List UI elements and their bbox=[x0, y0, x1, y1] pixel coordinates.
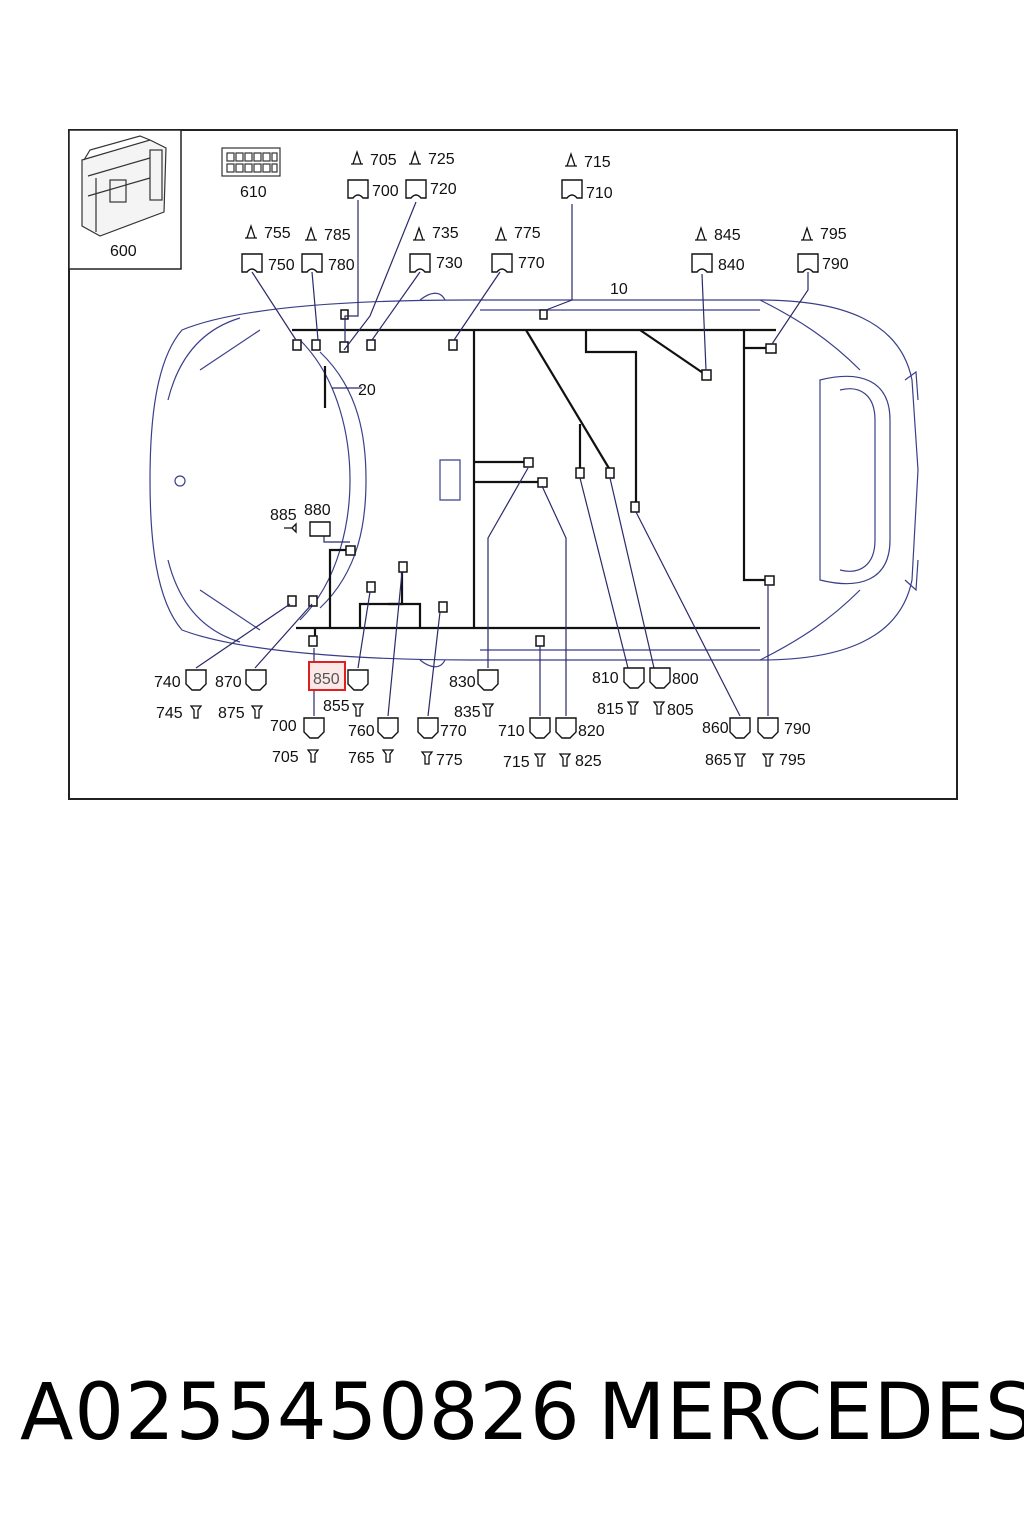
label-850: 850 bbox=[313, 671, 340, 688]
footer: A0255450826 MERCEDES bbox=[0, 1368, 1024, 1478]
connector-symbols bbox=[185, 179, 819, 739]
label-735: 735 bbox=[432, 225, 459, 242]
label-865: 865 bbox=[705, 752, 732, 769]
harness-wires bbox=[292, 328, 776, 640]
label-775-bottom: 775 bbox=[436, 752, 463, 769]
label-755: 755 bbox=[264, 225, 291, 242]
harness-connectors bbox=[287, 309, 777, 647]
brand-name: MERCEDES bbox=[598, 1368, 1024, 1458]
label-740: 740 bbox=[154, 674, 181, 691]
label-805: 805 bbox=[667, 702, 694, 719]
label-710-top: 710 bbox=[586, 185, 613, 202]
label-720-top: 720 bbox=[430, 181, 457, 198]
label-845: 845 bbox=[714, 227, 741, 244]
label-810: 810 bbox=[592, 670, 619, 687]
label-885: 885 bbox=[270, 507, 297, 524]
label-745: 745 bbox=[156, 705, 183, 722]
label-760: 760 bbox=[348, 723, 375, 740]
label-700-bottom: 700 bbox=[270, 718, 297, 735]
label-825: 825 bbox=[575, 753, 602, 770]
label-870: 870 bbox=[215, 674, 242, 691]
label-770-bottom: 770 bbox=[440, 723, 467, 740]
part-number: A0255450826 bbox=[20, 1368, 581, 1458]
label-855: 855 bbox=[323, 698, 350, 715]
label-20: 20 bbox=[358, 382, 376, 399]
label-840: 840 bbox=[718, 257, 745, 274]
label-815: 815 bbox=[597, 701, 624, 718]
label-730: 730 bbox=[436, 255, 463, 272]
label-800: 800 bbox=[672, 671, 699, 688]
label-790-bottom: 790 bbox=[784, 721, 811, 738]
label-880: 880 bbox=[304, 502, 331, 519]
label-725-top: 725 bbox=[428, 151, 455, 168]
label-765: 765 bbox=[348, 750, 375, 767]
part-labels: 705 700 725 720 715 710 755 750 785 780 … bbox=[154, 151, 849, 771]
leader-lines bbox=[195, 200, 809, 717]
label-710-bottom: 710 bbox=[498, 723, 525, 740]
label-10: 10 bbox=[610, 281, 628, 298]
label-785: 785 bbox=[324, 227, 351, 244]
label-790-top: 790 bbox=[822, 256, 849, 273]
label-860: 860 bbox=[702, 720, 729, 737]
connector-610-icon bbox=[221, 147, 281, 177]
label-750: 750 bbox=[268, 257, 295, 274]
highlight-box bbox=[308, 661, 346, 691]
label-705-top: 705 bbox=[370, 152, 397, 169]
label-875: 875 bbox=[218, 705, 245, 722]
label-715-top: 715 bbox=[584, 154, 611, 171]
wiring-diagram: 600 610 bbox=[68, 129, 958, 800]
label-820: 820 bbox=[578, 723, 605, 740]
label-700-top: 700 bbox=[372, 183, 399, 200]
label-705-bottom: 705 bbox=[272, 749, 299, 766]
label-780: 780 bbox=[328, 257, 355, 274]
label-795-top: 795 bbox=[820, 226, 847, 243]
label-610: 610 bbox=[240, 184, 267, 201]
label-715-bottom: 715 bbox=[503, 754, 530, 771]
diagram-frame bbox=[68, 129, 958, 800]
label-770-top: 770 bbox=[518, 255, 545, 272]
label-835: 835 bbox=[454, 704, 481, 721]
label-795-bottom: 795 bbox=[779, 752, 806, 769]
control-unit-600-icon bbox=[81, 135, 167, 237]
label-775-top: 775 bbox=[514, 225, 541, 242]
label-830: 830 bbox=[449, 674, 476, 691]
terminal-pin-symbols bbox=[189, 149, 813, 767]
label-600: 600 bbox=[110, 243, 137, 260]
